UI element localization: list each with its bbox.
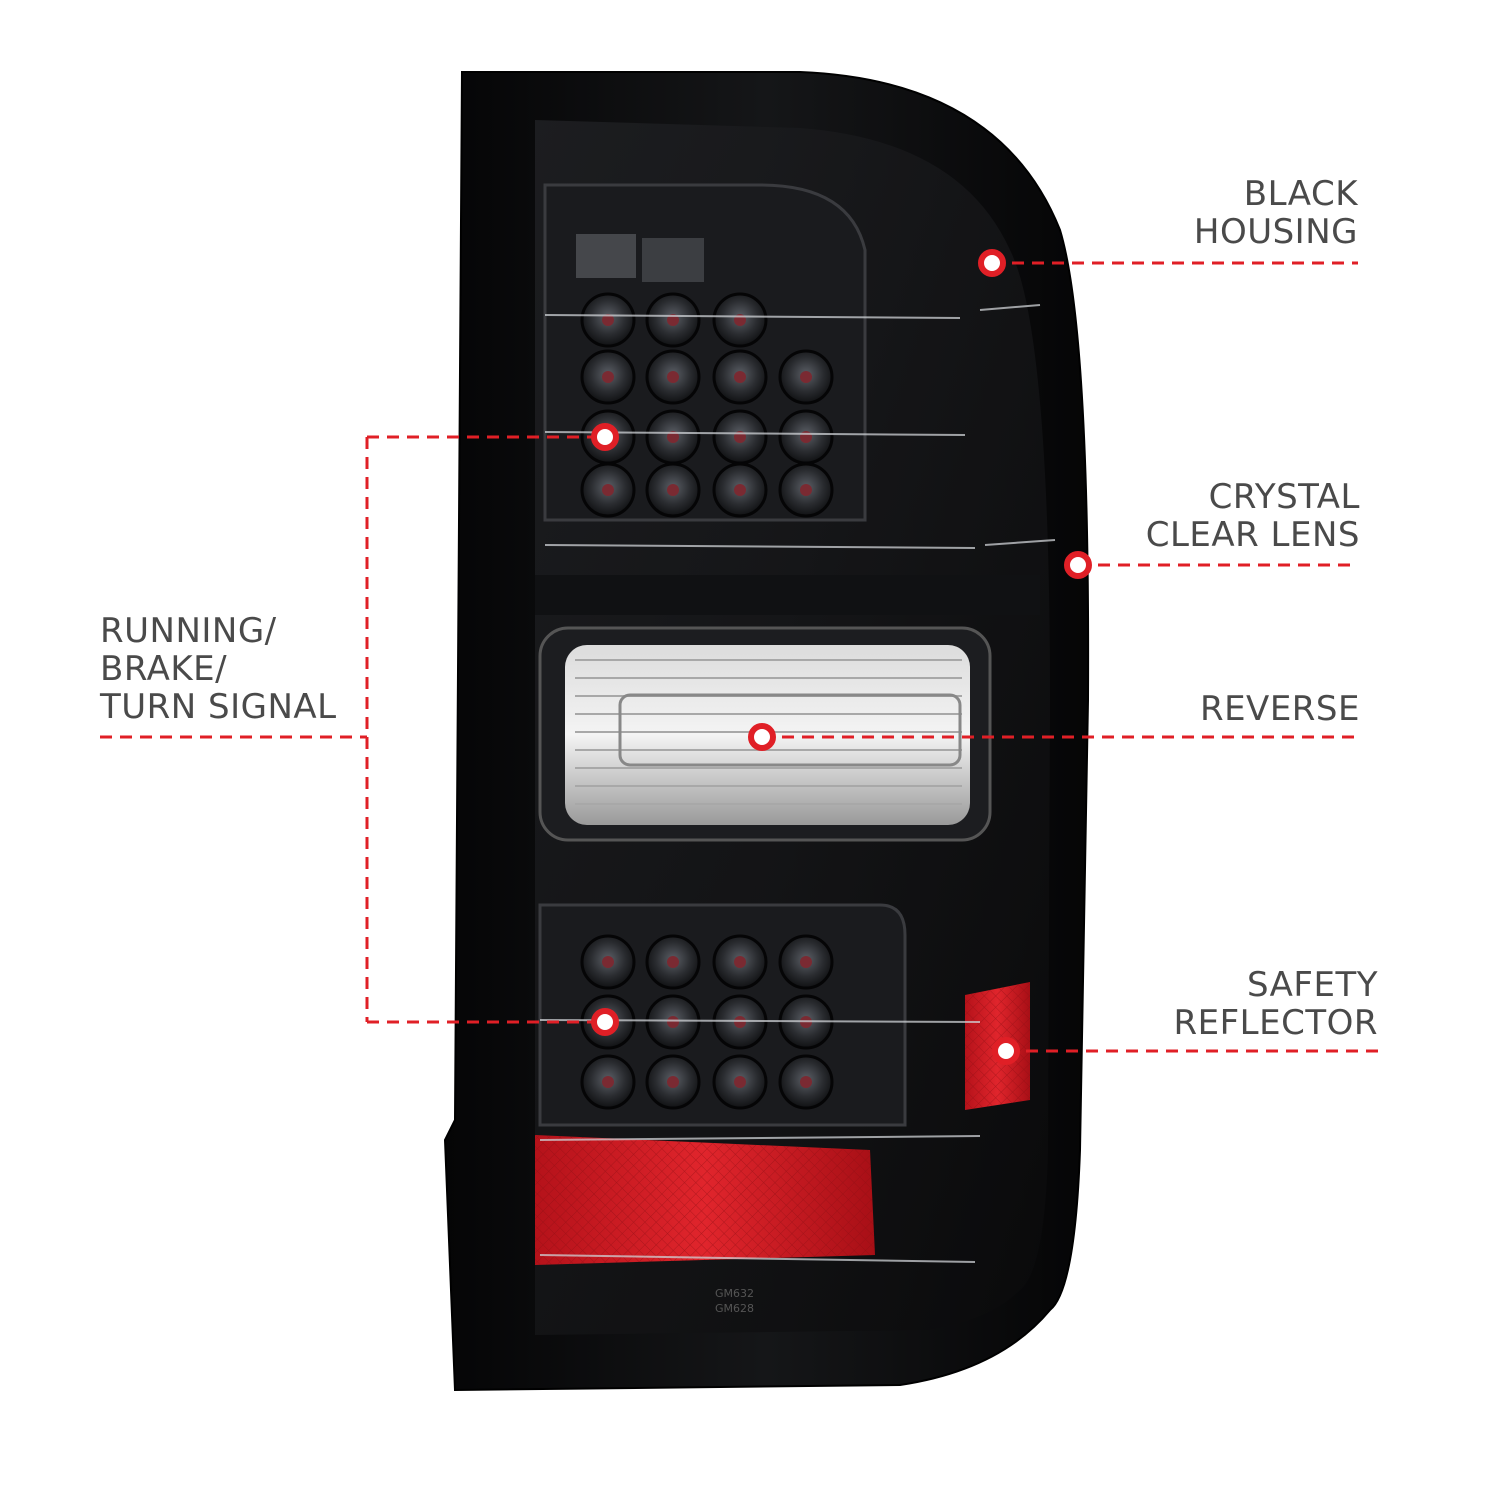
crystal-line	[984, 539, 1056, 546]
label-black-housing-line-1: BLACK	[1243, 174, 1358, 214]
dot-running-upper	[591, 423, 619, 451]
dot-black-housing	[978, 249, 1006, 277]
upper-led-grid	[580, 292, 834, 518]
upper-led-3-2-chip	[734, 484, 746, 496]
lower-led-1-1-chip	[667, 1016, 679, 1028]
upper-led-3-1-chip	[667, 484, 679, 496]
lower-led-2-3-chip	[800, 1076, 812, 1088]
upper-led-3-0-chip	[602, 484, 614, 496]
crystal-lens-lines	[539, 304, 1056, 1263]
lower-led-2-0-chip	[602, 1076, 614, 1088]
lower-led-0-0-chip	[602, 956, 614, 968]
reverse-center-block	[618, 693, 962, 767]
upper-led-panel-top-2	[642, 238, 704, 282]
label-crystal-line-2: CLEAR LENS	[1145, 515, 1360, 555]
upper-led-2-3-chip	[800, 431, 812, 443]
lower-led-0-1-chip	[667, 956, 679, 968]
label-reverse: REVERSE	[1100, 690, 1360, 728]
callout-lines	[100, 261, 1378, 1053]
part-mark-2: GM628	[715, 1302, 754, 1315]
dot-crystal-lens	[1064, 551, 1092, 579]
upper-led-3-3-chip	[800, 484, 812, 496]
crystal-line	[544, 314, 961, 319]
label-safety-reflector: SAFETY REFLECTOR	[1100, 966, 1378, 1042]
label-crystal-line-1: CRYSTAL	[1208, 477, 1360, 517]
upper-led-0-0-chip	[602, 314, 614, 326]
middle-ridge	[535, 575, 1040, 615]
upper-led-1-3-chip	[800, 371, 812, 383]
upper-led-1-2-chip	[734, 371, 746, 383]
dot-reverse	[748, 723, 776, 751]
crystal-line	[544, 544, 976, 549]
part-mark-1: GM632	[715, 1287, 754, 1300]
lower-led-2-2-chip	[734, 1076, 746, 1088]
label-running-line-2: BRAKE/	[100, 649, 228, 689]
dot-safety-reflector	[992, 1037, 1020, 1065]
label-safety-line-2: REFLECTOR	[1173, 1003, 1378, 1043]
upper-led-1-1-chip	[667, 371, 679, 383]
upper-led-1-0-chip	[602, 371, 614, 383]
upper-led-2-1-chip	[667, 431, 679, 443]
crystal-line	[979, 304, 1041, 311]
lower-led-0-2-chip	[734, 956, 746, 968]
lower-led-0-3-chip	[800, 956, 812, 968]
label-crystal-clear-lens: CRYSTAL CLEAR LENS	[1100, 478, 1360, 554]
label-running-brake-turn: RUNNING/ BRAKE/ TURN SIGNAL	[100, 612, 360, 726]
lower-led-2-1-chip	[667, 1076, 679, 1088]
dot-running-lower	[591, 1008, 619, 1036]
upper-led-0-1-chip	[667, 314, 679, 326]
lower-led-1-2-chip	[734, 1016, 746, 1028]
label-reverse-line-1: REVERSE	[1199, 689, 1360, 729]
label-running-line-1: RUNNING/	[100, 611, 277, 651]
label-black-housing: BLACK HOUSING	[1100, 175, 1358, 251]
label-running-line-3: TURN SIGNAL	[100, 687, 337, 727]
upper-led-panel-top-1	[576, 234, 636, 278]
lower-led-grid	[580, 934, 834, 1110]
crystal-line	[539, 1135, 981, 1141]
label-safety-line-1: SAFETY	[1246, 965, 1378, 1005]
crystal-line	[539, 1254, 976, 1263]
label-black-housing-line-2: HOUSING	[1193, 212, 1358, 252]
callout-dots	[591, 249, 1092, 1065]
